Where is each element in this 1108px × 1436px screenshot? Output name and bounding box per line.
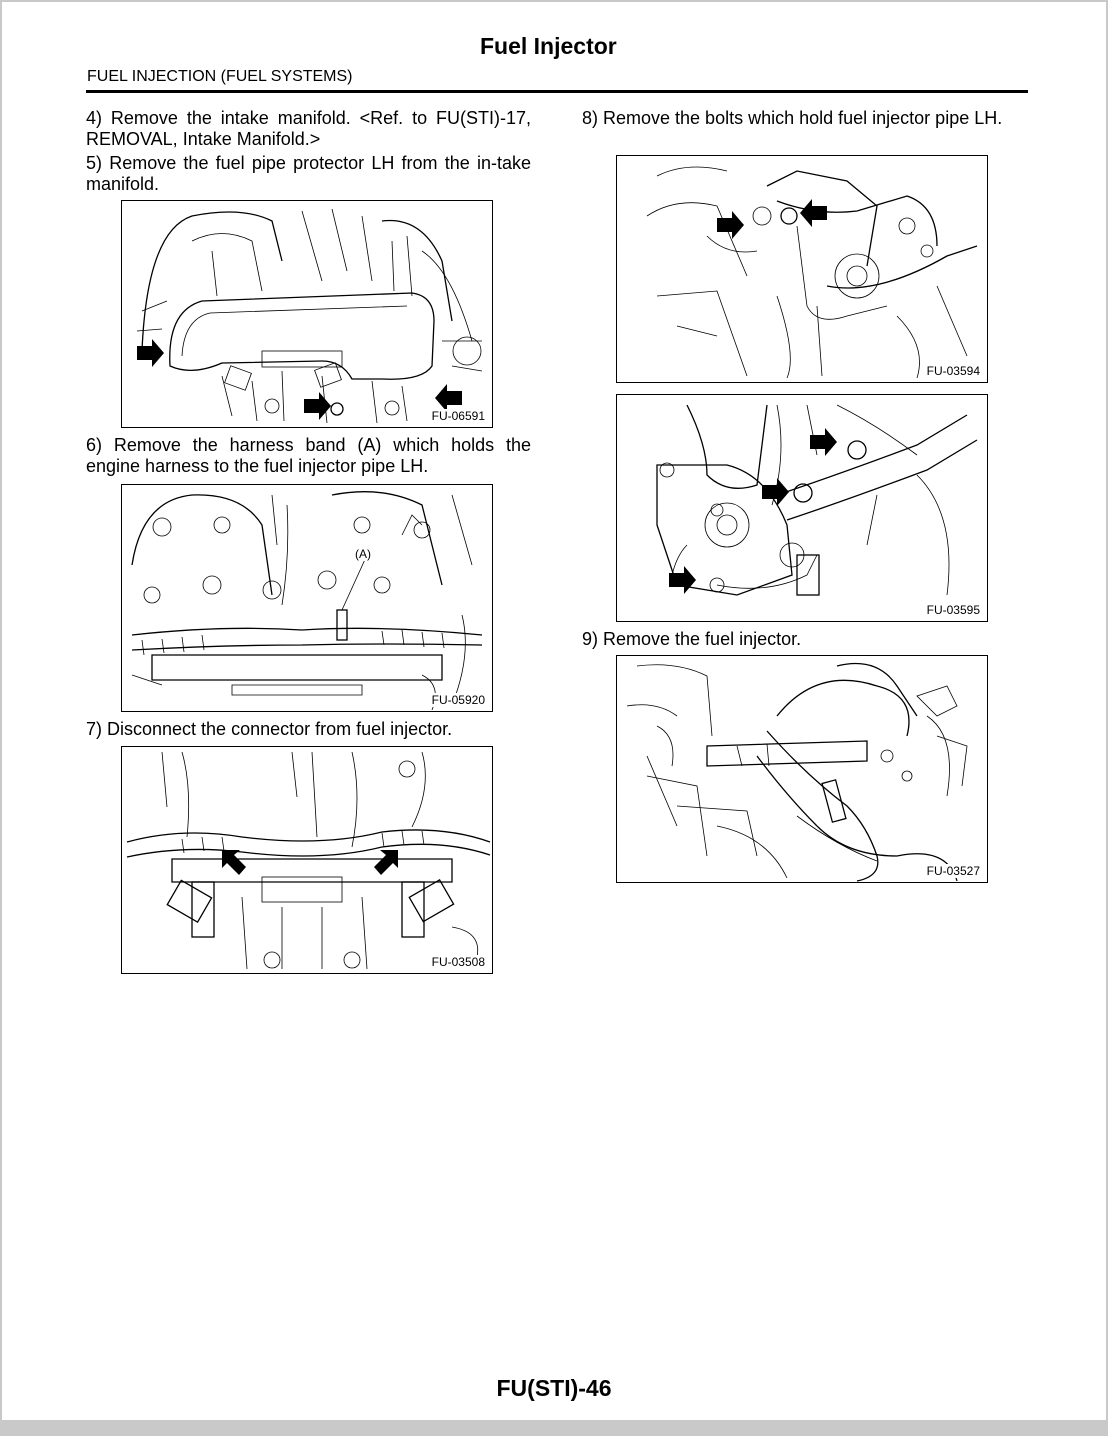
- figure-fuel-pipe-protector: FU-06591: [121, 200, 493, 428]
- arrow-icon: [717, 211, 744, 239]
- figure-pipe-bolts-lower: FU-03595: [616, 394, 988, 622]
- arrow-icon: [800, 199, 827, 227]
- step-8: 8) Remove the bolts which hold fuel inje…: [582, 108, 1003, 128]
- figure-pipe-bolts-upper: FU-03594: [616, 155, 988, 383]
- fuel-pipe-protector-illustration: [136, 208, 483, 424]
- step-5: 5) Remove the fuel pipe protector LH fro…: [86, 153, 531, 194]
- figure-code: FU-03527: [925, 864, 981, 878]
- header-rule: [86, 90, 1028, 93]
- arrow-icon: [374, 850, 398, 875]
- harness-band-illustration: [131, 491, 483, 711]
- step-4: 4) Remove the intake manifold. <Ref. to …: [86, 108, 531, 149]
- pipe-bolts-lower-illustration: [656, 404, 978, 596]
- arrow-icon: [137, 339, 164, 367]
- figure-remove-injector: FU-03527: [616, 655, 988, 883]
- figure-code: FU-03595: [925, 603, 981, 617]
- step-9: 9) Remove the fuel injector.: [582, 629, 802, 649]
- step-6: 6) Remove the harness band (A) which hol…: [86, 435, 531, 476]
- callout-label: (A): [355, 547, 371, 561]
- figure-code: FU-05920: [430, 693, 486, 707]
- figure-code: FU-03594: [925, 364, 981, 378]
- remove-injector-illustration: [626, 662, 968, 882]
- pipe-bolts-upper-illustration: [646, 166, 978, 379]
- arrow-icon: [304, 392, 331, 420]
- page-title: Fuel Injector: [480, 33, 617, 59]
- page-number: FU(STI)-46: [496, 1375, 612, 1401]
- arrow-icon: [762, 478, 789, 506]
- figure-harness-band: (A) FU-05920: [121, 484, 493, 712]
- arrow-icon: [435, 384, 462, 412]
- figure-code: FU-03508: [430, 955, 486, 969]
- arrow-icon: [810, 428, 837, 456]
- section-label: FUEL INJECTION (FUEL SYSTEMS): [87, 68, 353, 85]
- figure-code: FU-06591: [430, 409, 486, 423]
- injector-connector-illustration: [126, 751, 491, 970]
- step-7: 7) Disconnect the connector from fuel in…: [86, 719, 453, 739]
- figure-injector-connector: FU-03508: [121, 746, 493, 974]
- arrow-icon: [669, 566, 696, 594]
- arrow-icon: [222, 850, 246, 875]
